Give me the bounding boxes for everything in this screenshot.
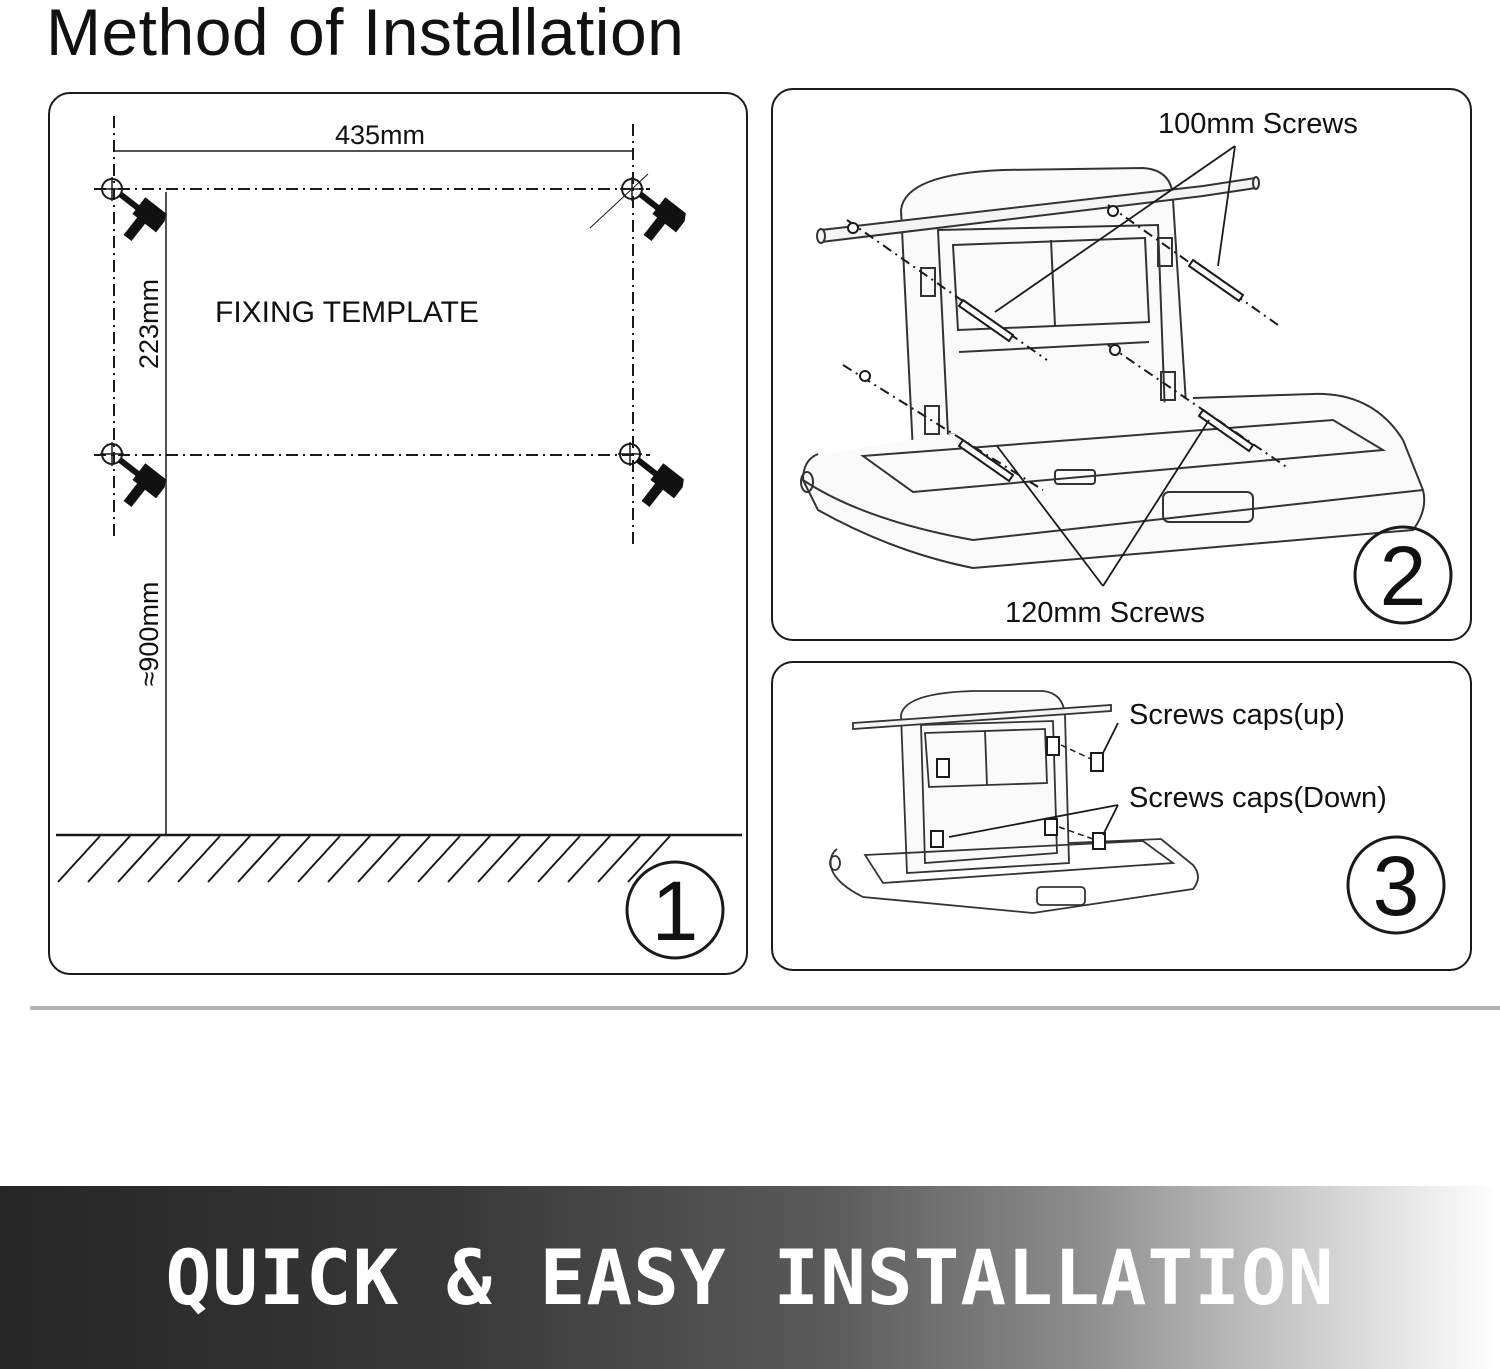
hatch-line bbox=[177, 835, 221, 883]
hatch-line bbox=[477, 835, 521, 883]
unit-mounting-diagram: 100mm Screws 120mm Screws 2 bbox=[800, 108, 1453, 629]
hatch-line bbox=[537, 835, 581, 883]
hole-marker-top-right bbox=[589, 173, 649, 229]
hatch-line bbox=[417, 835, 461, 883]
hatch-line bbox=[147, 835, 191, 883]
template-pointer-line bbox=[589, 173, 649, 229]
hatch-line bbox=[387, 835, 431, 883]
section-divider bbox=[30, 1006, 1500, 1010]
step-3-number: 3 bbox=[1373, 839, 1420, 933]
hatch-line bbox=[87, 835, 131, 883]
hatch-line bbox=[507, 835, 551, 883]
changing-station-drawing bbox=[829, 690, 1199, 914]
fixing-template-label: FIXING TEMPLATE bbox=[215, 296, 479, 329]
fixing-template-diagram: 435mm 223mm ≈900mm FIXING TEMPLATE bbox=[56, 116, 742, 960]
leader-lines bbox=[948, 722, 1119, 838]
drill-icon bbox=[638, 191, 686, 242]
step-1-number: 1 bbox=[652, 864, 699, 958]
hole-marker-bottom-left bbox=[100, 442, 124, 466]
hatch-line bbox=[267, 835, 311, 883]
drill-icon bbox=[636, 457, 684, 508]
screws bbox=[957, 258, 1255, 483]
hatch-line bbox=[357, 835, 401, 883]
hatch-line bbox=[237, 835, 281, 883]
step-2-panel: 100mm Screws 120mm Screws 2 bbox=[771, 88, 1472, 641]
step-2-circle bbox=[1353, 525, 1453, 625]
label-screw-caps-up: Screws caps(up) bbox=[1129, 699, 1345, 731]
mounting-rods bbox=[852, 704, 1112, 730]
step-3-circle bbox=[1346, 835, 1446, 935]
washers bbox=[847, 205, 1121, 382]
screw-caps-diagram: Screws caps(up) Screws caps(Down) 3 bbox=[829, 690, 1446, 935]
hatch-line bbox=[57, 835, 101, 883]
label-100mm-screws: 100mm Screws bbox=[1158, 108, 1358, 140]
screw-caps bbox=[930, 736, 1106, 850]
floor-hatching bbox=[57, 835, 671, 883]
label-120mm-screws: 120mm Screws bbox=[1005, 597, 1205, 629]
step-1-circle bbox=[625, 860, 725, 960]
label-screw-caps-down: Screws caps(Down) bbox=[1129, 782, 1387, 814]
drill-icon bbox=[118, 457, 166, 508]
hatch-line bbox=[207, 835, 251, 883]
hatch-line bbox=[117, 835, 161, 883]
hole-marker-top-left bbox=[100, 177, 124, 201]
step-2-number: 2 bbox=[1380, 529, 1427, 623]
hatch-line bbox=[327, 835, 371, 883]
hatch-line bbox=[567, 835, 611, 883]
banner-text: QUICK & EASY INSTALLATION bbox=[165, 1233, 1335, 1322]
leader-lines bbox=[994, 145, 1236, 587]
width-dimension-label: 435mm bbox=[335, 120, 425, 150]
hatch-line bbox=[627, 835, 671, 883]
promo-banner: QUICK & EASY INSTALLATION bbox=[0, 1186, 1500, 1369]
cap-guide-lines bbox=[1058, 744, 1094, 840]
page-title: Method of Installation bbox=[46, 0, 685, 69]
hatch-line bbox=[297, 835, 341, 883]
step-1-panel: 435mm 223mm ≈900mm FIXING TEMPLATE bbox=[48, 92, 748, 975]
upper-height-label: 223mm bbox=[134, 279, 164, 369]
hatch-line bbox=[447, 835, 491, 883]
floor-height-label: ≈900mm bbox=[134, 582, 164, 687]
hatch-line bbox=[597, 835, 641, 883]
step-3-panel: Screws caps(up) Screws caps(Down) 3 bbox=[771, 661, 1472, 971]
drill-icon bbox=[118, 191, 166, 242]
hole-marker-bottom-right bbox=[618, 442, 642, 466]
mounting-rods bbox=[816, 176, 1260, 244]
